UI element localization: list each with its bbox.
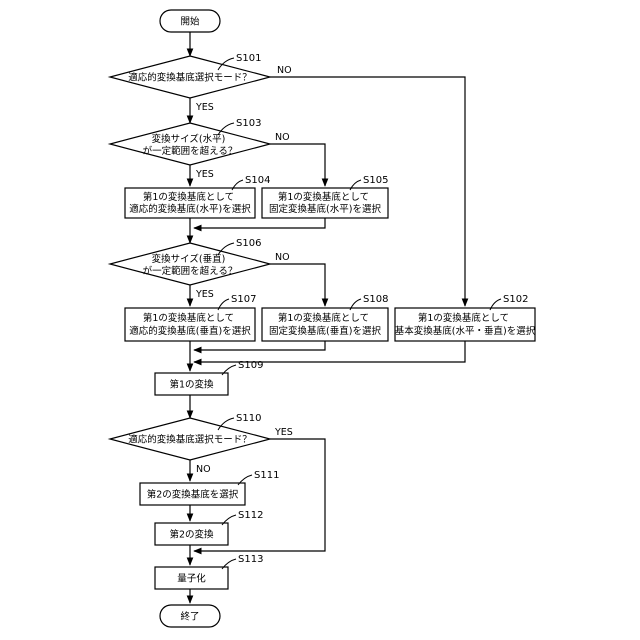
branch-s110-no: NO (196, 464, 211, 475)
step-s105: S105 (363, 175, 388, 186)
arrow-s106-no-to-s108 (270, 264, 325, 306)
branch-s110-yes: YES (274, 427, 293, 438)
process-s109-label: 第1の変換 (169, 379, 214, 391)
step-s106: S106 (236, 238, 261, 249)
arrow-s105-merge (194, 218, 325, 228)
branch-s103-yes: YES (195, 169, 214, 180)
step-s109: S109 (238, 360, 263, 371)
branch-s101-yes: YES (195, 102, 214, 113)
decision-s101-label: 適応的変換基底選択モード？ (128, 72, 252, 84)
arrow-s108-merge (194, 341, 325, 350)
step-s112: S112 (238, 510, 263, 521)
start-label: 開始 (180, 16, 200, 28)
arrow-s102-merge (194, 341, 465, 362)
step-s107: S107 (231, 294, 256, 305)
step-s101: S101 (236, 53, 261, 64)
branch-s106-no: NO (275, 252, 290, 263)
step-s110: S110 (236, 413, 261, 424)
step-s113: S113 (238, 554, 263, 565)
process-s112-label: 第2の変換 (169, 529, 214, 541)
decision-s110-label: 適応的変換基底選択モード？ (128, 434, 252, 446)
branch-s103-no: NO (275, 132, 290, 143)
process-s113-label: 量子化 (177, 573, 206, 585)
end-label: 終了 (180, 611, 199, 623)
step-s111: S111 (254, 470, 279, 481)
arrow-s103-no-to-s105 (270, 144, 325, 186)
step-s104: S104 (245, 175, 270, 186)
branch-s101-no: NO (277, 65, 292, 76)
process-s111-label: 第2の変換基底を選択 (147, 489, 239, 501)
branch-s106-yes: YES (195, 289, 214, 300)
step-s108: S108 (363, 294, 388, 305)
step-s103: S103 (236, 118, 261, 129)
step-s102: S102 (503, 294, 528, 305)
